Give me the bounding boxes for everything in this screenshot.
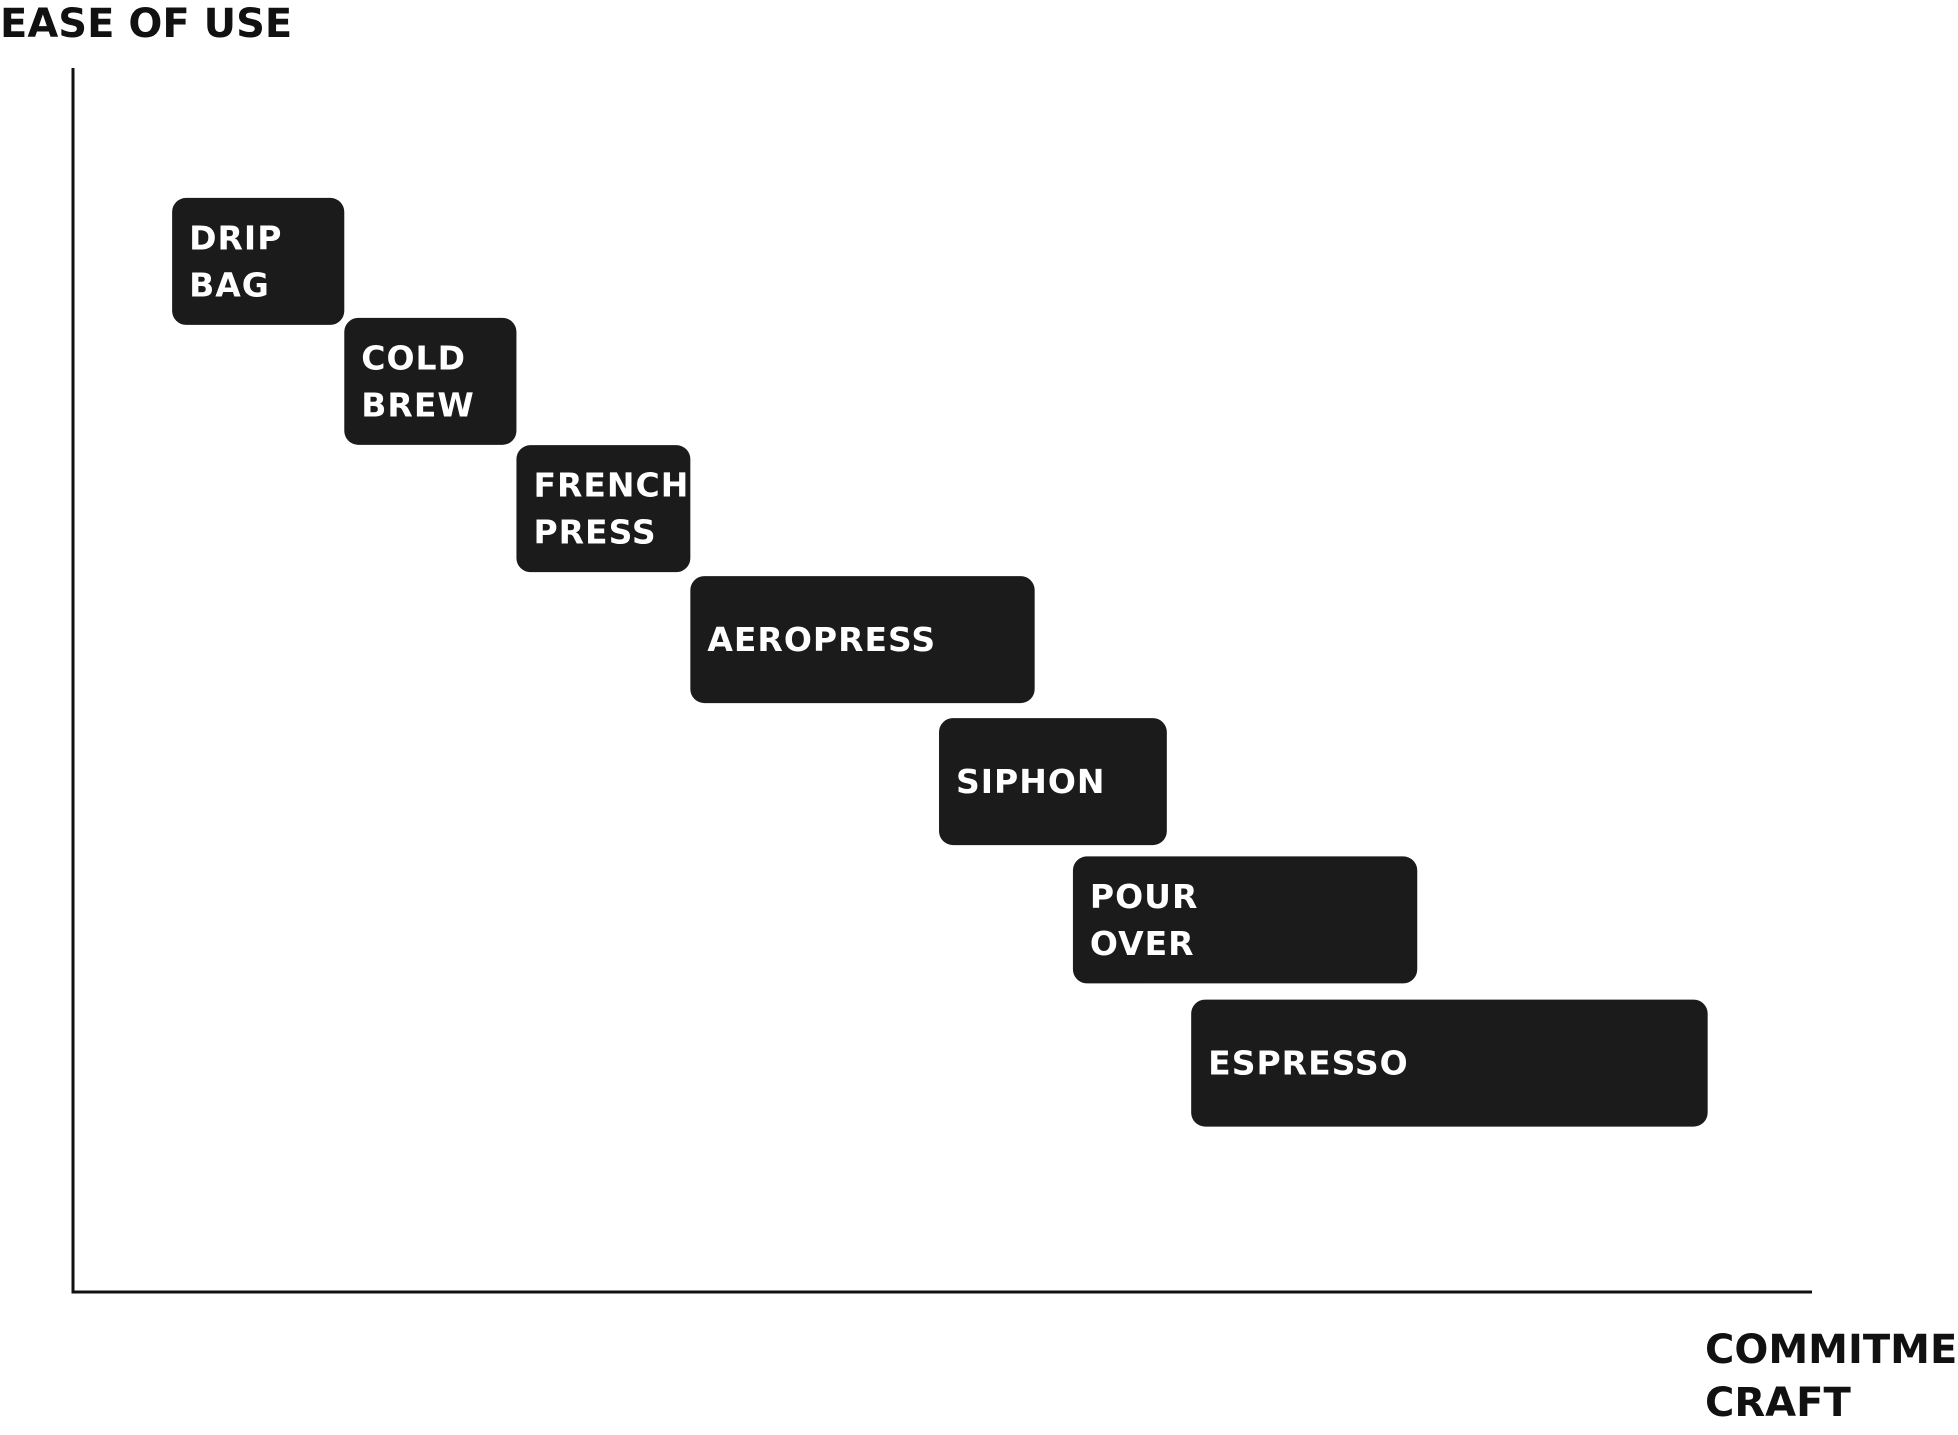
method-box: AEROPRESS: [690, 576, 1035, 704]
method-label: AEROPRESS: [707, 620, 936, 659]
method-box: FRENCH PRESS: [516, 445, 691, 573]
method-label: OVER: [1090, 924, 1195, 963]
method-box-rect: [172, 197, 345, 325]
method-label: DRIP: [189, 218, 282, 257]
method-box-rect: [690, 576, 1035, 704]
method-label: SIPHON: [956, 762, 1106, 801]
method-label: BREW: [361, 385, 475, 424]
method-label: PRESS: [533, 513, 656, 552]
method-label: COLD: [361, 338, 466, 377]
method-label: ESPRESSO: [1208, 1044, 1409, 1083]
method-label: FRENCH: [533, 466, 689, 505]
method-box-rect: [516, 445, 691, 573]
method-box-rect: [1191, 999, 1708, 1127]
method-label: POUR: [1090, 877, 1198, 916]
method-box: DRIP BAG: [172, 197, 345, 325]
method-box-rect: [939, 718, 1167, 846]
method-boxes: DRIP BAG COLD BREW FRENCH PRESS AEROPRESS SIPHO…: [172, 197, 1708, 1127]
method-box-rect: [1072, 856, 1418, 984]
axes: [71, 68, 1812, 1294]
method-box: POUR OVER: [1072, 856, 1418, 984]
y-axis-title: EASE OF USE: [0, 1, 292, 47]
method-box-rect: [344, 317, 517, 445]
method-box: ESPRESSO: [1191, 999, 1708, 1127]
x-axis-title-line: COMMITMENT TO: [1705, 1327, 1958, 1373]
method-label: BAG: [189, 265, 270, 304]
method-box: SIPHON: [939, 718, 1167, 846]
x-axis-title-line: CRAFT: [1705, 1380, 1851, 1426]
method-box: COLD BREW: [344, 317, 517, 445]
